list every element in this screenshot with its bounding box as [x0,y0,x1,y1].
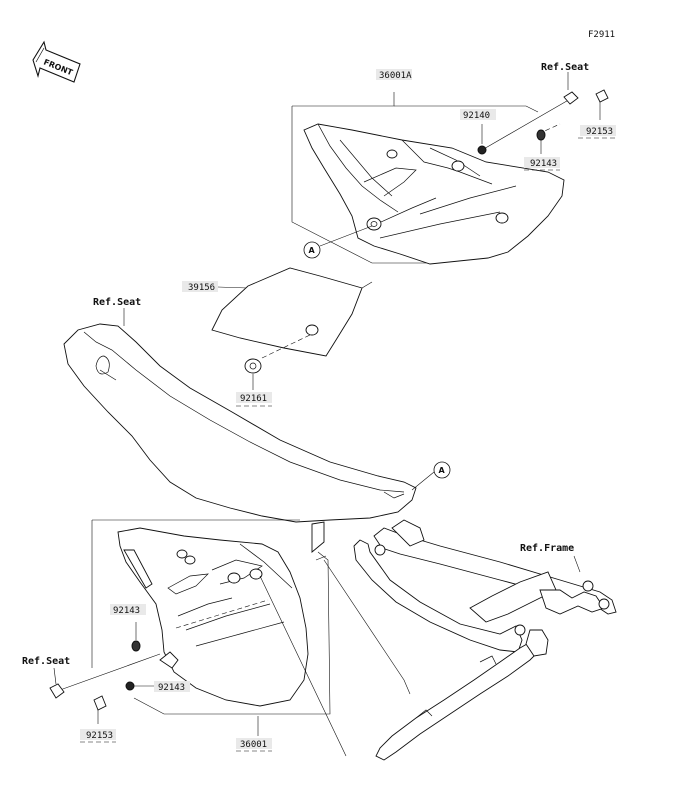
front-arrow-icon: FRONT [32,40,81,83]
callout-a-seat [433,461,451,479]
seat-outline [63,323,417,523]
label-pad: 39156 [188,283,215,293]
collar-icon [244,358,262,374]
side-cover-right [303,123,565,265]
ref-frame: Ref.Frame [520,543,574,554]
bolt-left-icon [49,683,107,711]
bolt-upper-icon [563,89,609,120]
label-grommet-upper: 92143 [530,159,557,169]
seat-pad [211,267,363,357]
label-washer-upper: 92140 [463,111,490,121]
label-bolt-left: 92153 [86,731,113,741]
callout-a-seat-letter: A [439,466,446,475]
label-cover-right: 36001A [379,71,412,81]
ref-seat-top-right: Ref.Seat [541,62,589,73]
label-collar: 92161 [240,394,267,404]
label-grommet-left-lower: 92143 [158,683,185,693]
label-grommet-left: 92143 [113,606,140,616]
side-cover-left [117,521,325,707]
label-bolt-upper: 92153 [586,127,613,137]
subframe [353,519,617,761]
ref-seat-bottom-left: Ref.Seat [22,656,70,667]
label-cover-left: 36001 [240,740,267,750]
callout-a-upper [303,241,321,259]
ref-seat-mid-left: Ref.Seat [93,297,141,308]
callout-a-upper-letter: A [309,246,316,255]
figure-id: F2911 [588,30,615,40]
